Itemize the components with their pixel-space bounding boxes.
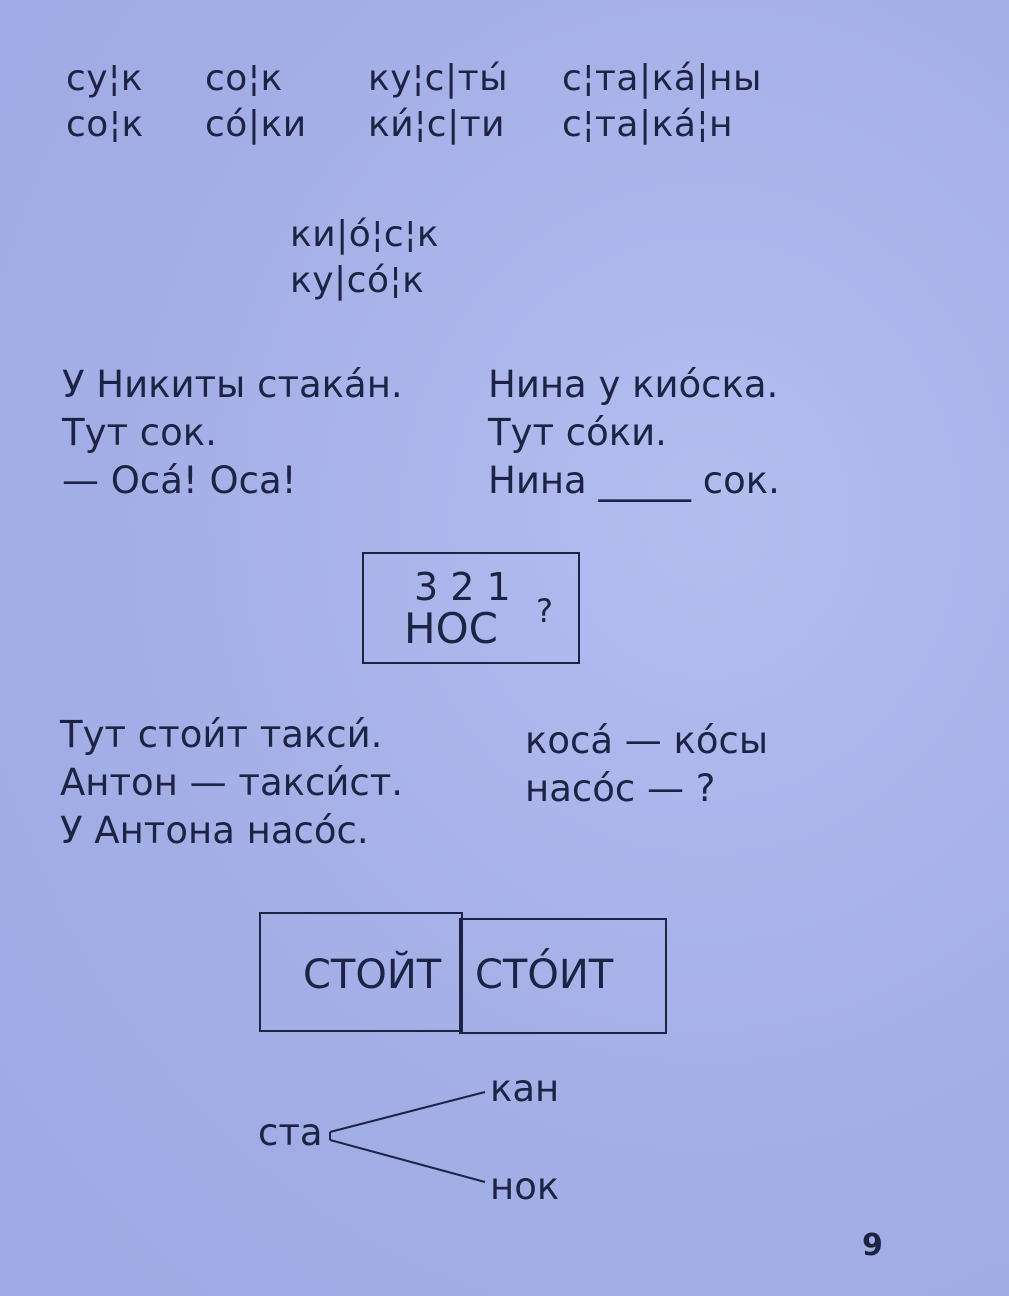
text-line: Нина _____ сок. xyxy=(488,459,780,502)
stress-word: СТО́ИТ xyxy=(475,952,614,998)
text-line: коса́ — ко́сы xyxy=(525,719,769,762)
text-line: Тут стои́т такси́. xyxy=(60,713,383,756)
center-word: ки|о́¦с¦к xyxy=(290,214,440,255)
puzzle-box: 3 2 1 НОС ? xyxy=(362,552,580,664)
word: с¦та|ка́|ны xyxy=(562,58,762,99)
stress-box-left: СТОЙТ xyxy=(259,912,463,1032)
word: со¦к xyxy=(66,104,144,145)
branch-bottom: нок xyxy=(490,1165,560,1208)
puzzle-digits: 3 2 1 xyxy=(414,565,511,609)
puzzle-word: НОС xyxy=(404,604,498,653)
stress-box-right: СТО́ИТ xyxy=(459,918,667,1034)
word: со́|ки xyxy=(205,104,307,145)
word: ку¦с|ты́ xyxy=(368,58,508,99)
text-line: У Антона насо́с. xyxy=(60,809,369,852)
text-line: Антон — такси́ст. xyxy=(60,761,404,804)
word: со¦к xyxy=(205,58,283,99)
page-number: 9 xyxy=(862,1228,883,1263)
puzzle-question: ? xyxy=(536,592,553,630)
word: с¦та|ка́¦н xyxy=(562,104,734,145)
word: су¦к xyxy=(66,58,143,99)
center-word: ку|со́¦к xyxy=(290,260,425,301)
branch-root: ста xyxy=(258,1111,323,1154)
text-line: насо́с — ? xyxy=(525,767,716,810)
stress-word: СТОЙТ xyxy=(303,952,442,998)
word: ки́¦с|ти xyxy=(368,104,506,145)
branch-lines xyxy=(329,1091,486,1183)
text-line: Тут сок. xyxy=(62,411,217,454)
text-line: У Никиты стака́н. xyxy=(62,363,403,406)
text-line: — Оса́! Оса! xyxy=(62,459,297,502)
branch-top: кан xyxy=(490,1067,560,1110)
text-line: Тут со́ки. xyxy=(488,411,667,454)
text-line: Нина у кио́ска. xyxy=(488,363,779,406)
